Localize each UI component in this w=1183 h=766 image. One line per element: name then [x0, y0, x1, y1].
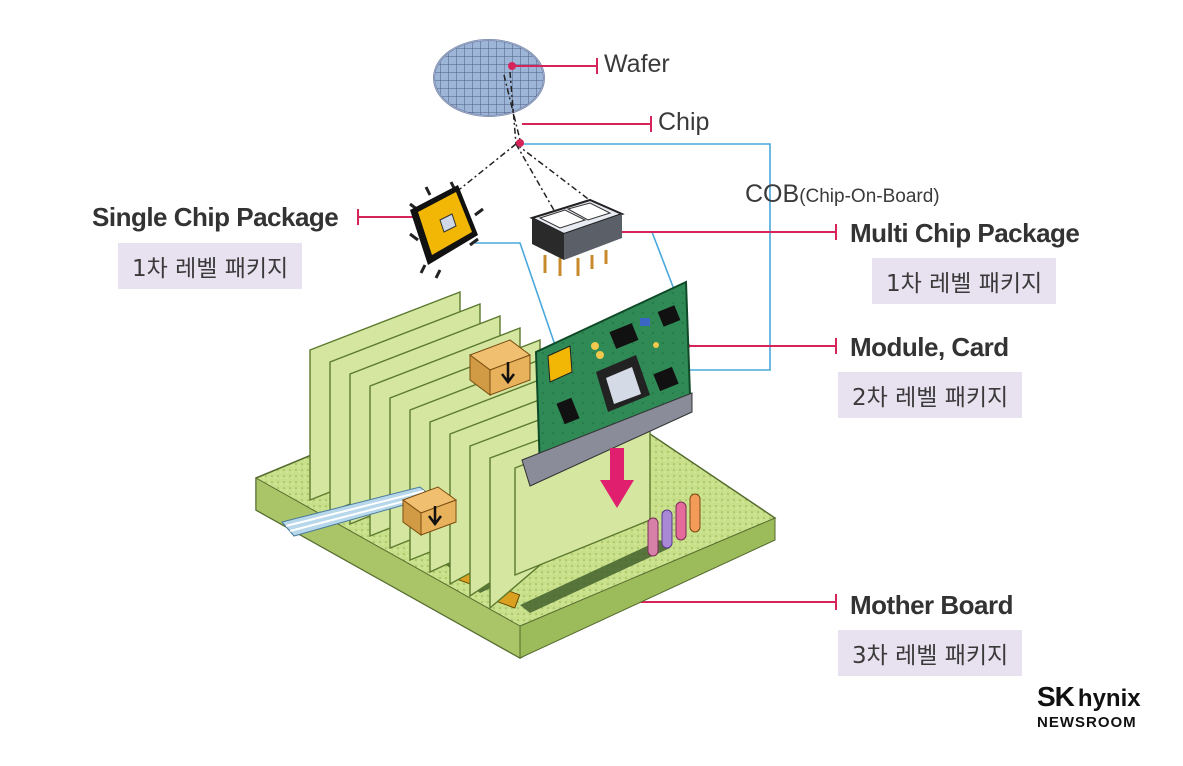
mother-level: 3차 레벨 패키지: [838, 630, 1023, 676]
capacitors: [647, 493, 701, 557]
mother-title: Mother Board: [850, 590, 1014, 620]
multi-chip-title: Multi Chip Package: [850, 218, 1080, 248]
cob-paren: (Chip-On-Board): [799, 186, 940, 207]
module-level: 2차 레벨 패키지: [838, 372, 1023, 418]
cob-label: COB(Chip-On-Board): [745, 180, 940, 209]
wafer-image: [433, 39, 545, 117]
wafer-label: Wafer: [604, 50, 670, 78]
chip-label: Chip: [658, 108, 710, 136]
derivation-lines: [439, 71, 601, 213]
component-boxes: [401, 339, 532, 536]
single-chip-level: 1차 레벨 패키지: [118, 243, 303, 289]
leader-lines: [357, 58, 837, 610]
module-card: [521, 280, 693, 487]
multi-chip-level: 1차 레벨 패키지: [872, 258, 1057, 304]
insert-arrow: [600, 448, 634, 508]
single-chip-package: [409, 181, 484, 279]
multi-chip-package: [529, 198, 625, 276]
brand-sk: SK: [1037, 681, 1075, 712]
brand-newsroom: NEWSROOM: [1037, 714, 1137, 731]
brand-hynix: hynix: [1077, 685, 1141, 712]
single-chip-title: Single Chip Package: [92, 202, 339, 232]
cob-main: COB: [745, 180, 800, 208]
module-title: Module, Card: [850, 332, 1009, 362]
